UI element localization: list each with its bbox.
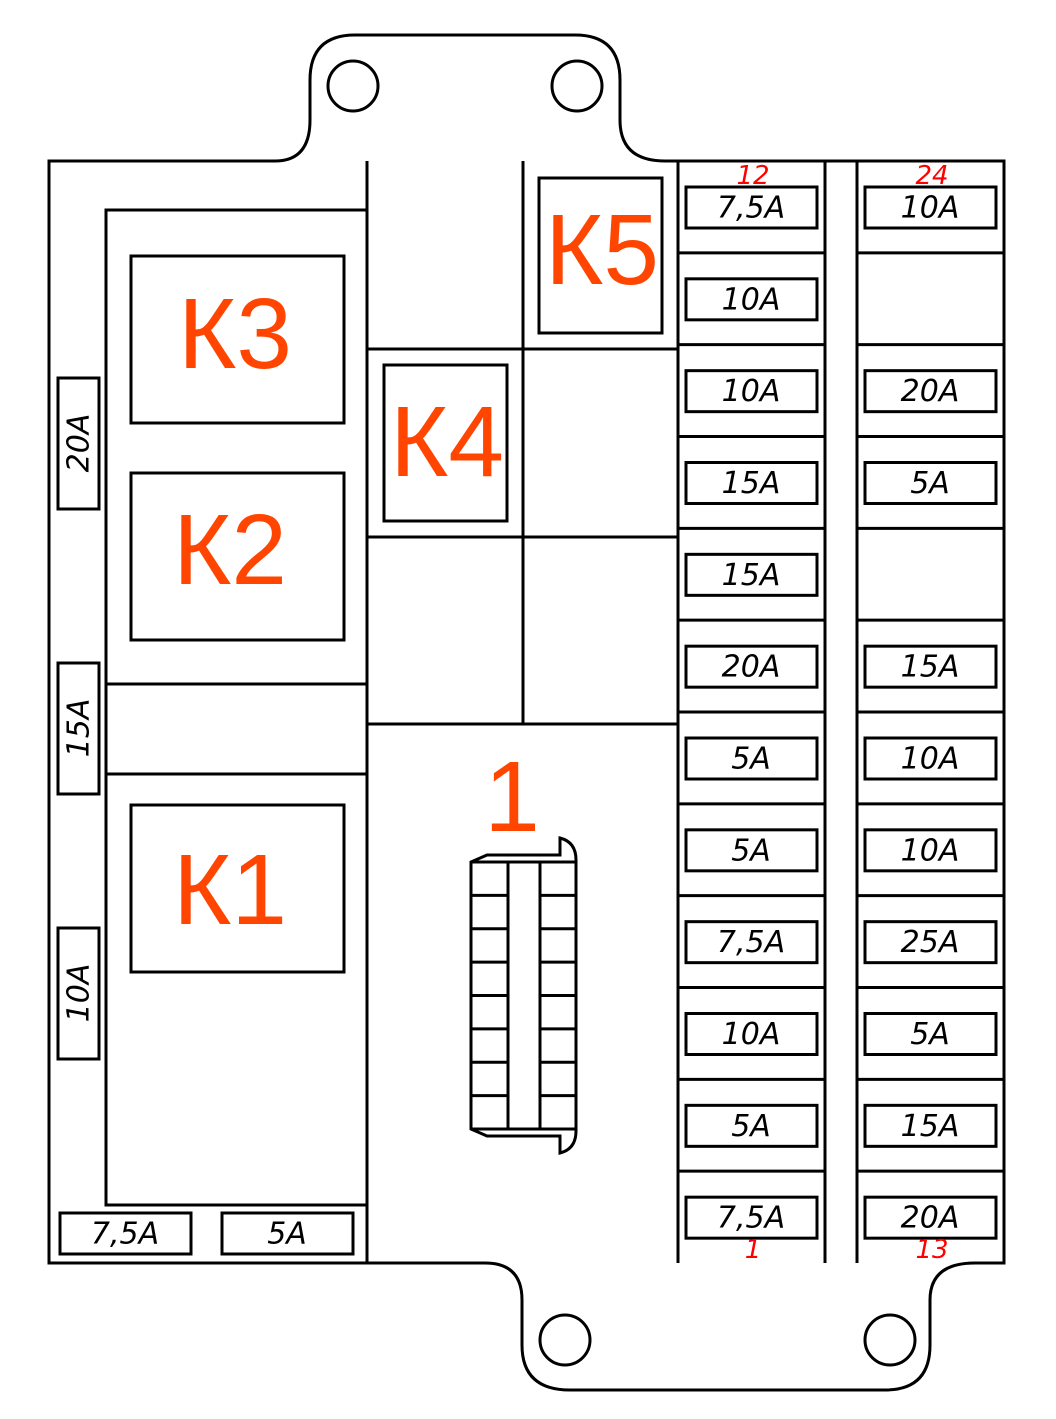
fuse [684,828,819,873]
relay-k5-label: К5 [545,194,659,306]
fuse [863,1103,998,1148]
fuse [684,552,819,597]
fuse-rating: 15A [722,466,781,501]
fuse-rating: 5A [731,833,771,868]
mounting-hole [326,59,380,113]
relay-k4-label: К4 [390,386,504,498]
relay-k1 [129,803,346,974]
fuse-number-bottom: 1 [745,1235,762,1265]
fuse-number-top: 24 [915,161,948,191]
fuse-rating: 10A [901,742,960,777]
fuse [863,461,998,505]
fuse-rating: 20A [901,1201,960,1236]
fuse [684,1195,819,1240]
fuse-rating: 25A [901,925,960,960]
fuse [58,1211,193,1256]
mounting-hole [550,59,604,113]
fuse-rating: 10A [722,374,781,409]
fuse-rating: 10A [901,191,960,226]
fuse [863,1195,998,1240]
fuse [863,185,998,230]
fuse-rating: 15A [62,699,97,758]
fuse [56,376,101,511]
housing-outline [47,33,1006,1392]
fuse [863,369,998,414]
fuse [684,461,819,505]
fuse [684,277,819,322]
fuse [684,369,819,414]
fuse [863,736,998,781]
fuse-rating: 10A [722,1017,781,1052]
fuse-rating: 5A [910,466,950,501]
fuse [863,1012,998,1056]
fuse [863,644,998,689]
fuse-rating: 15A [901,1109,960,1144]
fuse-number-top: 12 [736,161,769,191]
relay-k2-label: К2 [173,494,287,606]
relay-k3 [129,254,346,425]
fuse [56,661,101,796]
fuse [684,1103,819,1148]
fuse-rating: 5A [267,1217,307,1252]
fuse-rating: 15A [901,650,960,685]
fuse [684,736,819,781]
fuse-rating: 7,5A [717,925,785,960]
fuse-rating: 5A [731,1109,771,1144]
fuse-rating: 20A [722,650,781,685]
fuse-rating: 10A [62,964,97,1023]
fuse [684,920,819,965]
fuse-rating: 5A [910,1017,950,1052]
fuse-number-bottom: 13 [915,1235,948,1265]
mounting-hole [863,1313,917,1367]
fuse-rating: 5A [731,742,771,777]
relay-k2 [129,471,346,642]
fuse-rating: 7,5A [91,1217,159,1252]
fuse [220,1211,355,1256]
relay-k3-label: К3 [178,278,292,390]
fuse [863,920,998,965]
fuse-rating: 10A [901,833,960,868]
fuse-rating: 7,5A [717,1201,785,1236]
diagnostic-connector [469,836,578,1155]
fuse-rating: 20A [62,414,97,473]
relay-k5 [537,176,664,335]
fuse-rating: 7,5A [717,191,785,226]
fuse [684,1012,819,1056]
fuse-rating: 15A [722,558,781,593]
relay-k4 [382,363,509,523]
fuse-rating: 10A [722,282,781,317]
fuse [56,926,101,1061]
connector-label: 1 [484,741,540,853]
relay-k1-label: К1 [173,834,287,946]
fuse [684,644,819,689]
fuse [684,185,819,230]
mounting-hole [538,1313,592,1367]
fuse-rating: 20A [901,374,960,409]
fuse [863,828,998,873]
